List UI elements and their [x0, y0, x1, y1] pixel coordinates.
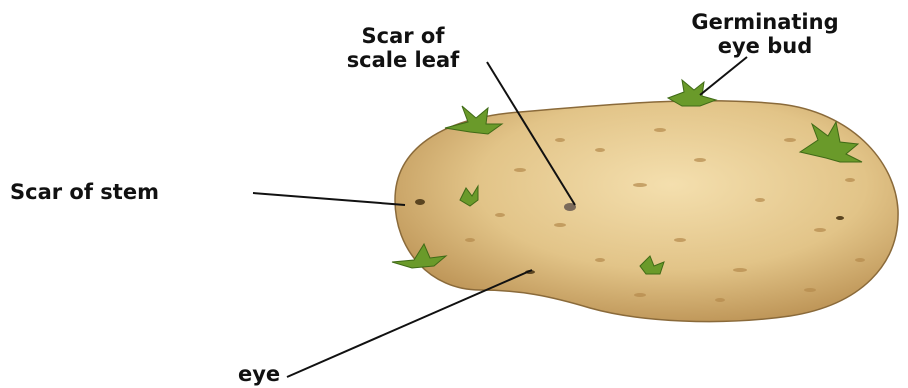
- label-germinating-eye-bud-line1: Germinating: [650, 10, 880, 34]
- pointer-scar-of-stem: [253, 193, 405, 205]
- pointer-germinating-bud: [700, 57, 747, 95]
- label-scar-of-scale-leaf-line1: Scar of: [328, 24, 478, 48]
- label-scar-of-stem: Scar of stem: [10, 180, 159, 204]
- label-scar-of-scale-leaf-line2: scale leaf: [328, 48, 478, 72]
- label-scar-of-scale-leaf: Scar of scale leaf: [328, 24, 478, 72]
- label-eye: eye: [238, 362, 280, 386]
- pointer-eye: [287, 270, 532, 377]
- label-germinating-eye-bud-line2: eye bud: [650, 34, 880, 58]
- label-germinating-eye-bud: Germinating eye bud: [650, 10, 880, 58]
